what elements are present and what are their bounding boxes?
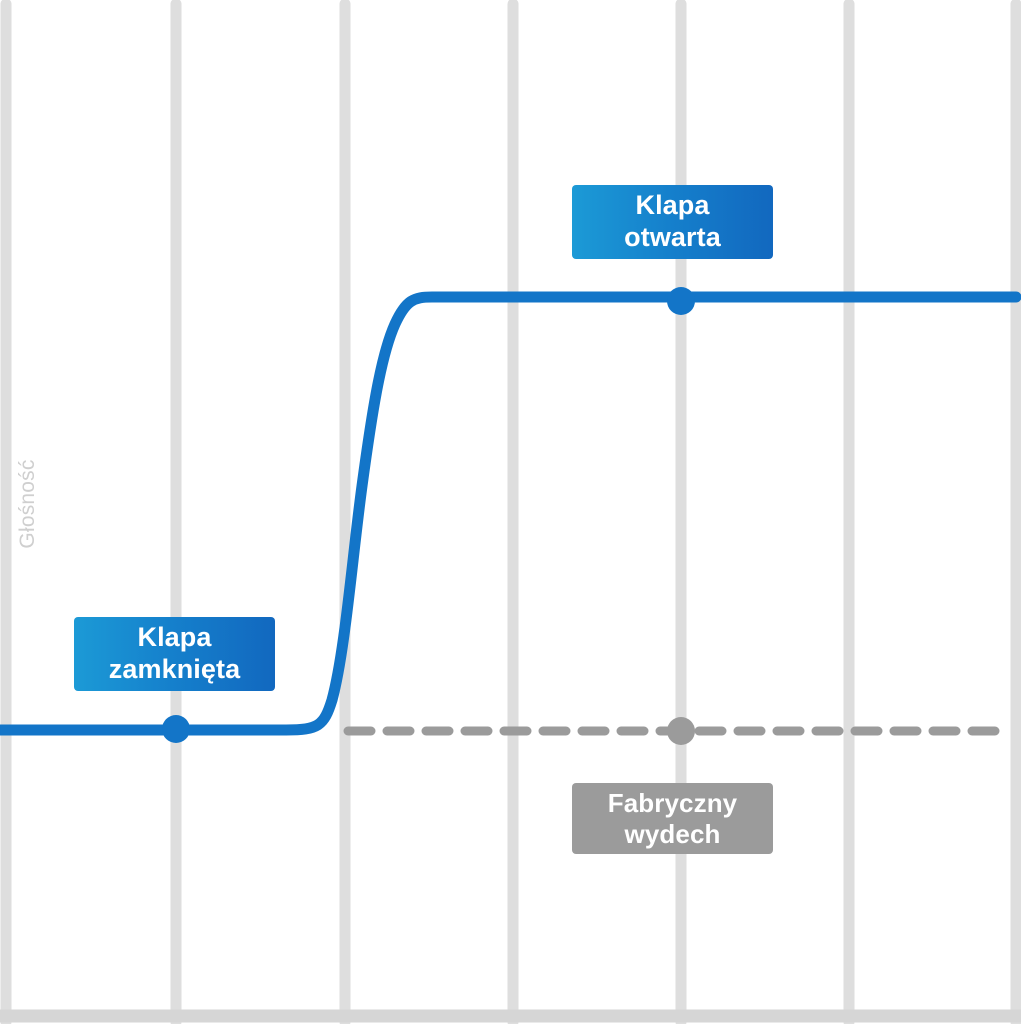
annotation-klapa-otwarta-line1: Klapa (635, 190, 710, 221)
marker-stock-point (667, 717, 695, 745)
series-valve-curve (0, 291, 1021, 736)
annotation-klapa-otwarta-line2: otwarta (624, 222, 721, 252)
marker-open-point (667, 287, 695, 315)
annotation-klapa-otwarta: Klapa otwarta (572, 185, 773, 259)
annotation-klapa-zamknieta: Klapa zamknięta (74, 617, 275, 691)
annotation-klapa-zamknieta-line2: zamknięta (108, 654, 241, 684)
y-axis-label: Głośność (16, 459, 39, 549)
annotation-fabryczny-wydech-line1: Fabryczny (607, 787, 738, 818)
annotation-fabryczny-wydech-line2: wydech (624, 818, 721, 849)
annotation-klapa-zamknieta-line1: Klapa (137, 622, 212, 653)
annotation-fabryczny-wydech: Fabryczny wydech (572, 783, 773, 854)
marker-closed-point (162, 715, 190, 743)
